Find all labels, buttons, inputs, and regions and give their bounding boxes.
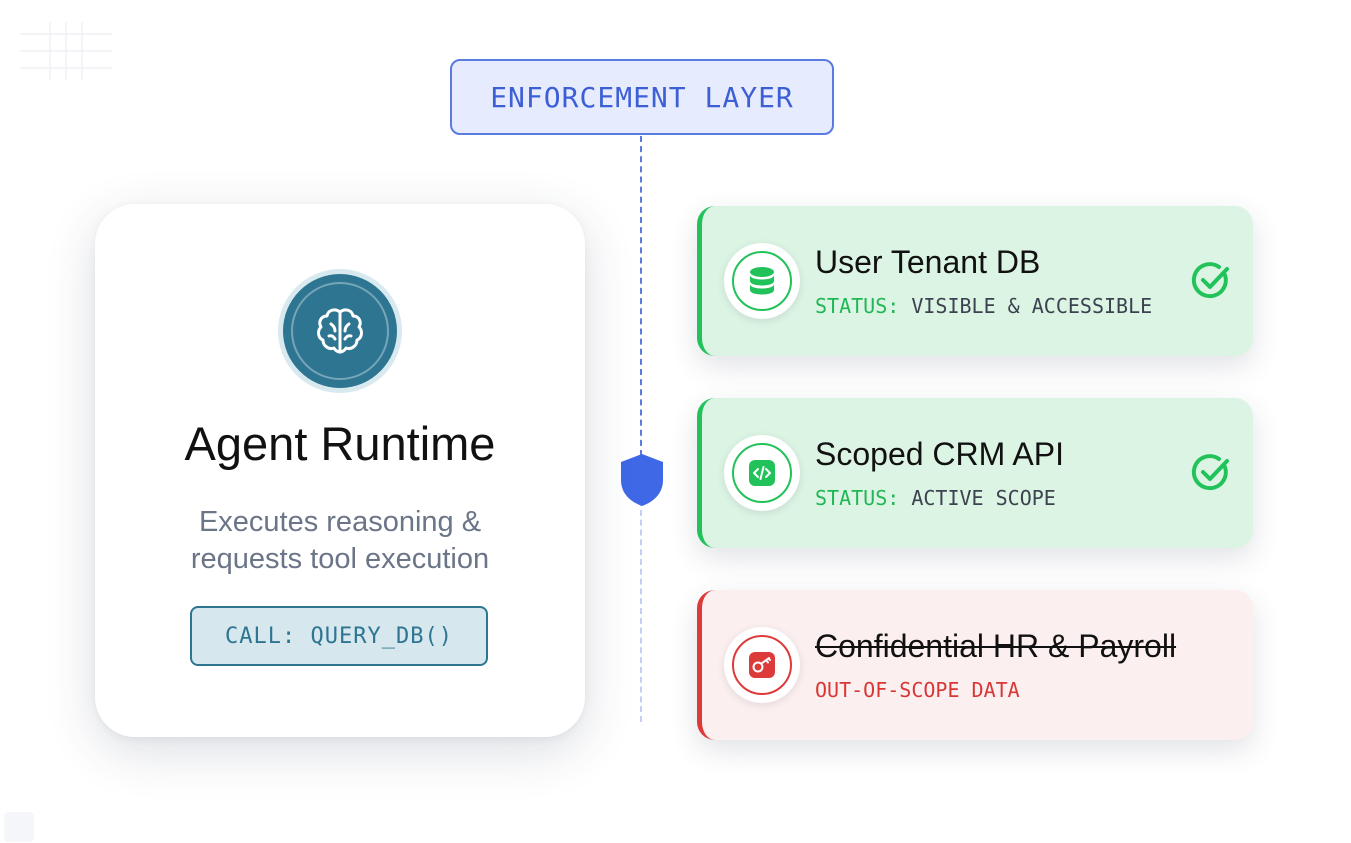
check-circle-icon [1191,454,1229,491]
status-key: STATUS: [815,294,900,318]
resource-card-confidential-hr-payroll: Confidential HR & Payroll OUT-OF-SCOPE D… [697,590,1253,740]
check-circle-icon [1191,262,1229,299]
resource-card-user-tenant-db: User Tenant DB STATUS: VISIBLE & ACCESSI… [697,206,1253,356]
corner-decoration [4,812,34,842]
agent-title: Agent Runtime [184,417,496,470]
resource-status: OUT-OF-SCOPE DATA [815,678,1020,702]
key-icon [749,652,775,678]
agent-description: Executes reasoning & requests tool execu… [135,504,545,578]
agent-description-line: Executes reasoning & [198,506,482,538]
enforcement-divider-line-lower [640,500,642,722]
status-value: VISIBLE & ACCESSIBLE [911,294,1153,318]
resource-icon-badge [724,627,800,703]
resource-name: Scoped CRM API [815,436,1064,472]
enforcement-divider-line [640,136,642,456]
shield-icon [621,454,663,506]
tool-call-chip: CALL: QUERY_DB() [190,606,488,666]
agent-description-line: requests tool execution [190,543,490,575]
resource-status: STATUS: VISIBLE & ACCESSIBLE [815,294,1152,318]
status-value: ACTIVE SCOPE [911,486,1056,510]
resource-name: User Tenant DB [815,244,1041,280]
database-icon [750,267,774,295]
enforcement-layer-label: ENFORCEMENT LAYER [450,59,834,135]
agent-runtime-card: Agent Runtime Executes reasoning & reque… [95,204,585,737]
code-icon [749,460,775,486]
resource-icon-badge [724,243,800,319]
resource-icon-badge [724,435,800,511]
status-key: STATUS: [815,486,900,510]
resource-status: STATUS: ACTIVE SCOPE [815,486,1056,510]
resource-card-scoped-crm-api: Scoped CRM API STATUS: ACTIVE SCOPE [697,398,1253,548]
resource-name: Confidential HR & Payroll [815,628,1177,664]
grid-decoration [20,22,112,80]
brain-icon [283,274,397,388]
